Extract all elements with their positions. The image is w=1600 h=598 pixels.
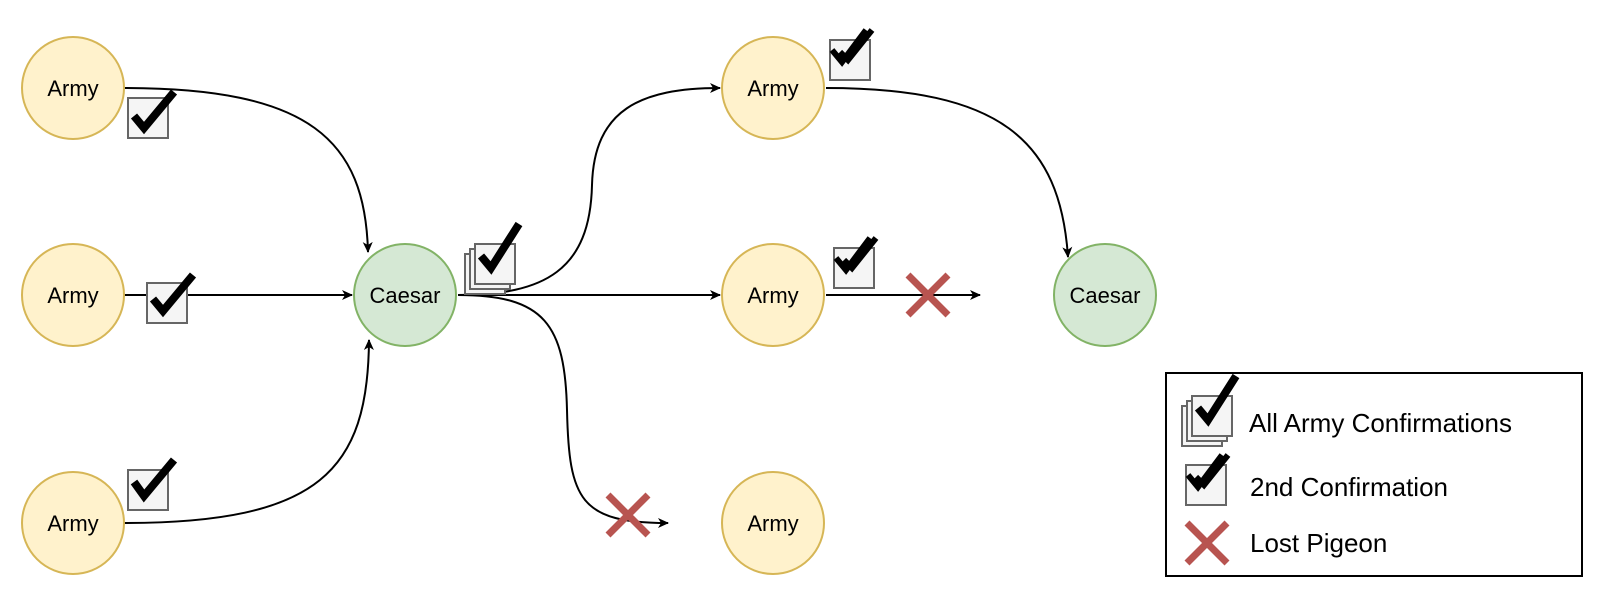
checkbox-icon bbox=[146, 272, 197, 324]
lost-pigeon-icon bbox=[905, 272, 951, 318]
lost-pigeon-icon bbox=[1184, 520, 1230, 566]
edge-caesar-to-army-top bbox=[457, 83, 721, 296]
edge-caesar-to-lost-bottom bbox=[457, 294, 669, 528]
double-checkbox-icon bbox=[833, 236, 879, 289]
node-label: Army bbox=[747, 511, 798, 536]
double-checkbox-icon bbox=[829, 28, 875, 81]
edge-army-top-to-caesar-right bbox=[825, 87, 1073, 258]
stacked-checkbox-icon bbox=[464, 221, 523, 295]
legend-label-all-confirmations: All Army Confirmations bbox=[1249, 408, 1512, 438]
edge-army-bot-to-caesar bbox=[123, 339, 374, 524]
checkbox-icon bbox=[127, 89, 178, 139]
checkbox-icon bbox=[127, 457, 178, 511]
double-checkbox-icon bbox=[1185, 453, 1231, 506]
node-label: Army bbox=[47, 511, 98, 536]
node-label: Caesar bbox=[370, 283, 441, 308]
caesar-node-center: Caesar bbox=[353, 243, 457, 347]
node-label: Army bbox=[747, 76, 798, 101]
army-node-left-mid: Army bbox=[21, 243, 125, 347]
caesar-node-right: Caesar bbox=[1053, 243, 1157, 347]
stacked-checkbox-icon bbox=[1181, 373, 1240, 447]
army-node-right-top: Army bbox=[721, 36, 825, 140]
node-label: Army bbox=[747, 283, 798, 308]
node-label: Army bbox=[47, 283, 98, 308]
army-node-right-mid: Army bbox=[721, 243, 825, 347]
army-node-left-top: Army bbox=[21, 36, 125, 140]
node-label: Caesar bbox=[1070, 283, 1141, 308]
node-label: Army bbox=[47, 76, 98, 101]
legend-label-lost-pigeon: Lost Pigeon bbox=[1250, 528, 1387, 558]
edge-army-top-to-caesar bbox=[123, 87, 373, 253]
army-node-right-bot: Army bbox=[721, 471, 825, 575]
lost-pigeon-icon bbox=[605, 492, 651, 538]
legend: All Army Confirmations 2nd Confirmation … bbox=[1165, 372, 1583, 577]
legend-label-second-confirmation: 2nd Confirmation bbox=[1250, 472, 1448, 502]
army-node-left-bot: Army bbox=[21, 471, 125, 575]
